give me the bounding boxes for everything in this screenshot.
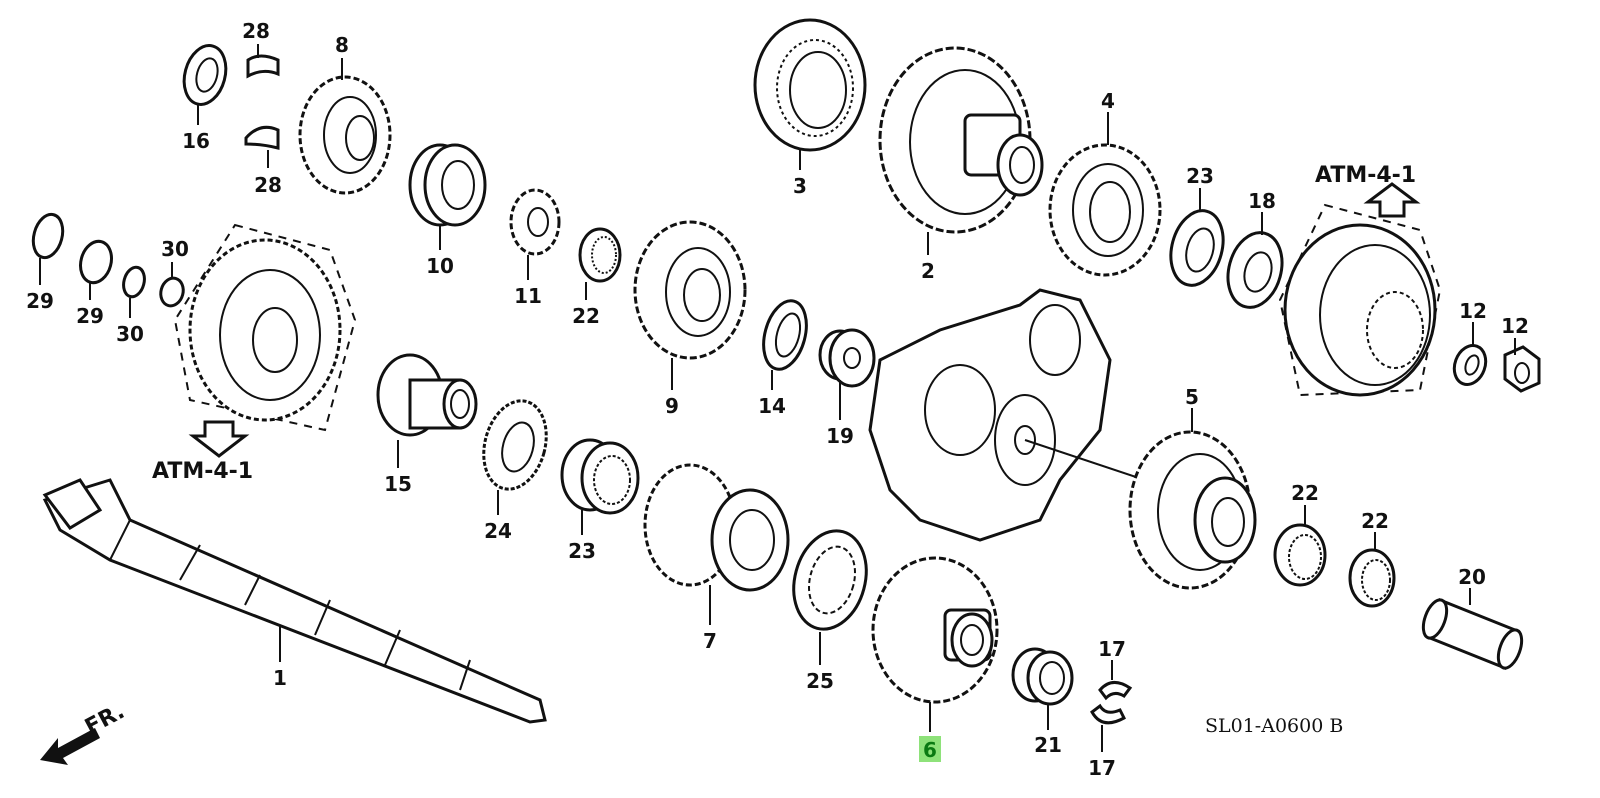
part-17-cotter-bottom[interactable]	[1090, 703, 1126, 725]
part-18-washer[interactable]	[1220, 227, 1290, 314]
part-14-washer[interactable]	[757, 296, 814, 374]
callout-17-top[interactable]: 17	[1098, 637, 1126, 661]
reference-label-atm-left[interactable]: ATM-4-1	[152, 459, 253, 484]
callout-28-top[interactable]: 28	[242, 19, 270, 43]
part-case-gasket[interactable]	[868, 288, 1146, 542]
callout-11[interactable]: 11	[514, 284, 542, 308]
part-8-gear[interactable]	[298, 75, 392, 195]
callout-26[interactable]: 24	[484, 519, 512, 543]
leader-lines	[39, 44, 1516, 752]
arrow-to-atm-left	[188, 420, 250, 458]
callout-2[interactable]: 2	[921, 259, 935, 283]
callout-23[interactable]: 23	[1186, 164, 1214, 188]
part-1-mainshaft[interactable]	[42, 478, 547, 724]
part-30-oring-a[interactable]	[120, 265, 147, 299]
callout-labels: 16 28 28 8 29 29 30 30 10 11 22 9 14 19 …	[26, 19, 1529, 780]
callout-20[interactable]: 20	[1458, 565, 1486, 589]
part-7-gear[interactable]	[643, 463, 790, 592]
part-3-roller-cage[interactable]	[753, 18, 867, 152]
part-27-thrust-washer[interactable]	[783, 523, 876, 638]
part-30-oring-b[interactable]	[158, 276, 186, 309]
part-23-bearing[interactable]	[1163, 205, 1231, 291]
part-2-large-gear[interactable]	[878, 46, 1044, 234]
part-13-washer[interactable]	[1449, 341, 1491, 389]
part-28-cotter-bottom[interactable]	[244, 125, 280, 150]
part-25-needle-bearing[interactable]	[560, 438, 640, 515]
callout-6-highlight	[919, 736, 941, 762]
callout-24[interactable]: 22	[572, 304, 600, 328]
callout-22-a[interactable]: 22	[1291, 481, 1319, 505]
part-16-seal[interactable]	[178, 41, 232, 109]
callout-27[interactable]: 25	[806, 669, 834, 693]
callout-9[interactable]: 9	[665, 394, 679, 418]
part-10-collar[interactable]	[408, 143, 487, 227]
callout-18[interactable]: 18	[1248, 189, 1276, 213]
part-9-gear[interactable]	[633, 220, 747, 360]
part-28-cotter-top[interactable]	[246, 54, 280, 79]
part-6-gear[interactable]	[871, 556, 999, 704]
callout-22-b[interactable]: 22	[1361, 509, 1389, 533]
callout-21[interactable]: 21	[1034, 733, 1062, 757]
drawing-code: SL01-A0600 B	[1205, 715, 1343, 737]
callout-5[interactable]: 5	[1185, 385, 1199, 409]
part-22-needle-bearing-a[interactable]	[1273, 523, 1327, 587]
part-17-cotter-top[interactable]	[1098, 681, 1133, 701]
callout-7[interactable]: 7	[703, 629, 717, 653]
arrow-to-atm-right	[1363, 182, 1421, 218]
callout-15[interactable]: 15	[384, 472, 412, 496]
callout-30-a[interactable]: 30	[116, 322, 144, 346]
part-19-bushing[interactable]	[818, 328, 876, 388]
part-29-oring-b[interactable]	[76, 238, 116, 286]
callout-12[interactable]: 12	[1501, 314, 1529, 338]
front-direction-arrow: FR.	[40, 699, 129, 765]
callout-30-b[interactable]: 30	[161, 237, 189, 261]
part-5-gear[interactable]	[1128, 430, 1257, 590]
part-21-collar[interactable]	[1011, 647, 1074, 706]
part-right-clutch-assembly[interactable]	[1278, 203, 1442, 397]
part-12-nut[interactable]	[1503, 345, 1541, 393]
part-15-collar[interactable]	[376, 353, 478, 437]
part-left-clutch-assembly[interactable]	[173, 223, 357, 432]
callout-10[interactable]: 10	[426, 254, 454, 278]
callout-19[interactable]: 19	[826, 424, 854, 448]
callout-28-bottom[interactable]: 28	[254, 173, 282, 197]
callout-8[interactable]: 8	[335, 33, 349, 57]
part-24-needle-bearing[interactable]	[578, 227, 622, 283]
part-26-thrust-bearing[interactable]	[474, 394, 555, 496]
callout-6[interactable]: 6	[923, 738, 937, 762]
part-4-gear[interactable]	[1048, 143, 1162, 277]
part-11-hub[interactable]	[509, 188, 561, 256]
callout-4[interactable]: 4	[1101, 89, 1115, 113]
callout-25[interactable]: 23	[568, 539, 596, 563]
callout-29-a[interactable]: 29	[26, 289, 54, 313]
callout-16[interactable]: 16	[182, 129, 210, 153]
part-29-oring-a[interactable]	[29, 211, 67, 261]
callout-17-bottom[interactable]: 17	[1088, 756, 1116, 780]
callout-1[interactable]: 1	[273, 666, 287, 690]
part-20-shaft[interactable]	[1419, 597, 1526, 671]
callout-29-b[interactable]: 29	[76, 304, 104, 328]
callout-14[interactable]: 14	[758, 394, 786, 418]
callout-13[interactable]: 12	[1459, 299, 1487, 323]
reference-label-atm-right[interactable]: ATM-4-1	[1315, 163, 1416, 188]
callout-3[interactable]: 3	[793, 174, 807, 198]
part-22-needle-bearing-b[interactable]	[1348, 548, 1396, 608]
